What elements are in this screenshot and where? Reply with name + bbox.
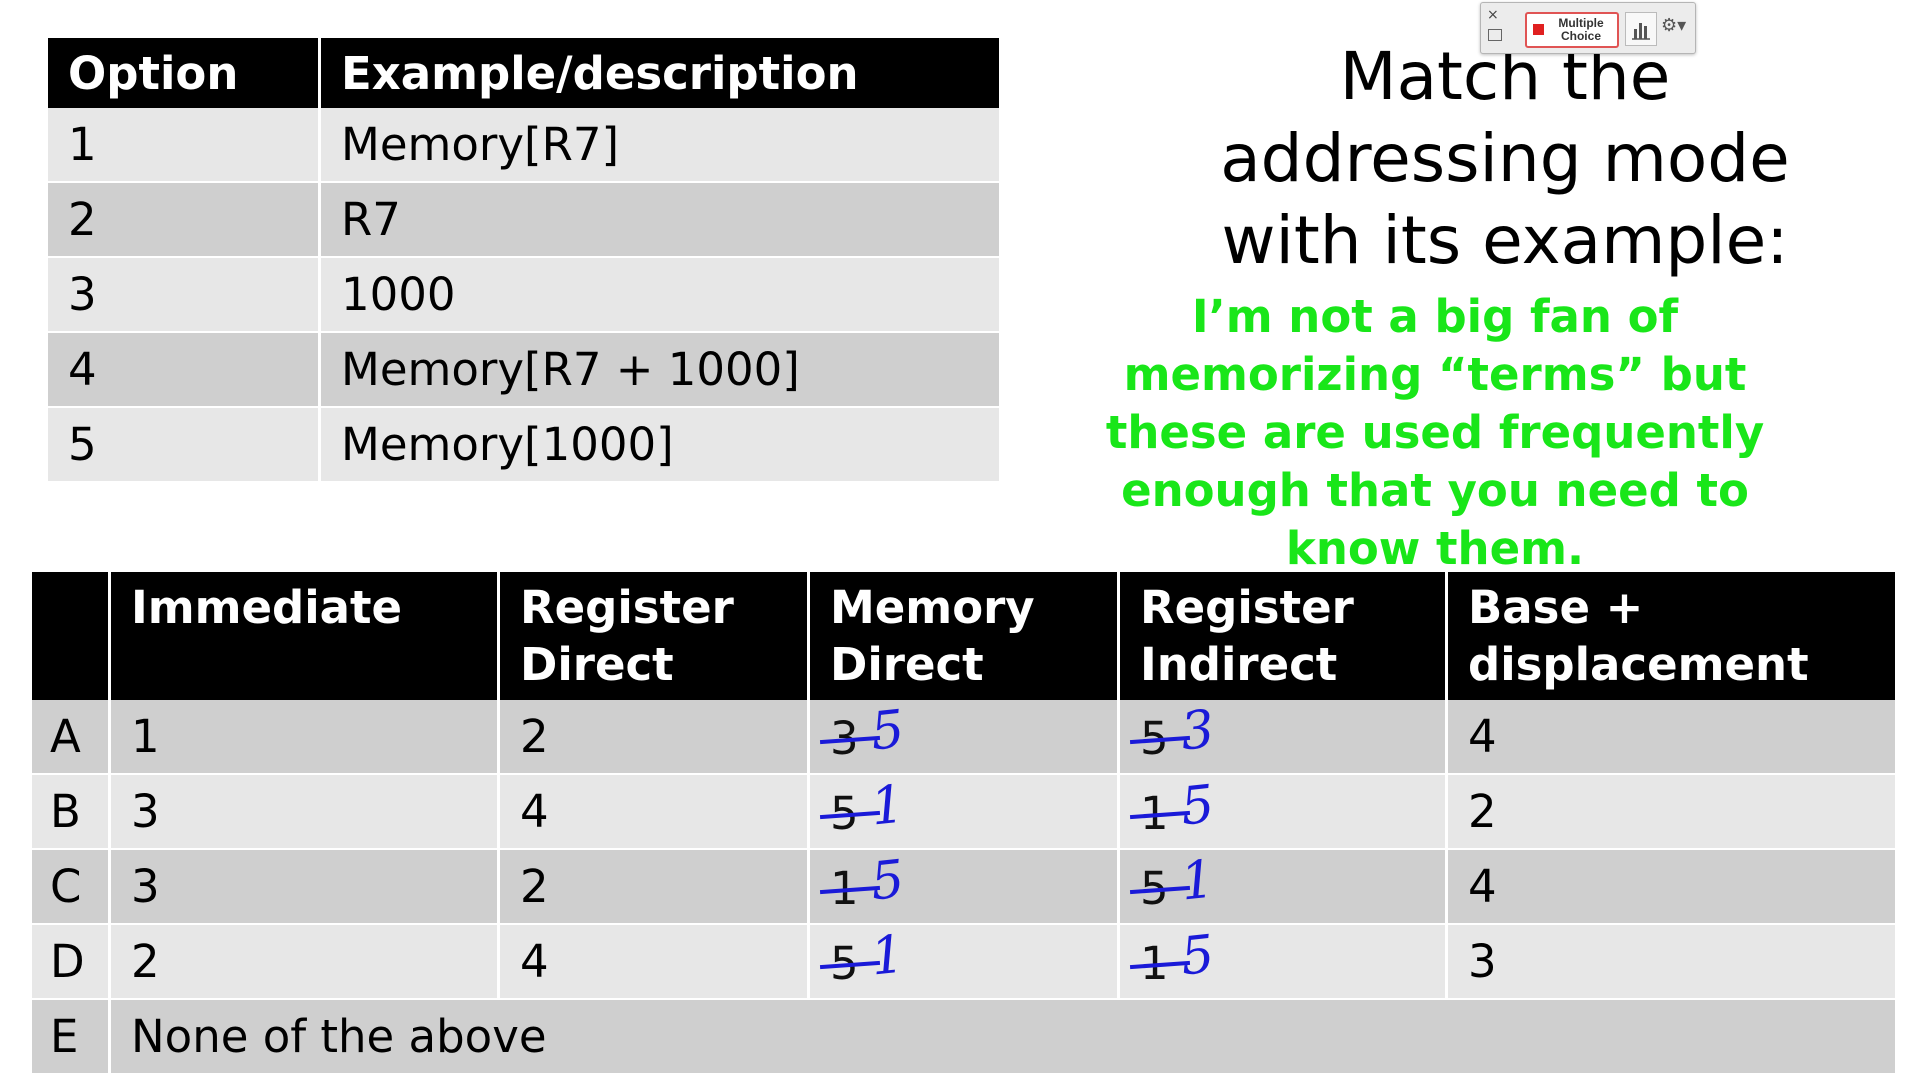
memory-direct-original: 5 — [819, 787, 881, 840]
option-number: 4 — [48, 332, 321, 408]
poll-toolbar: × Multiple Choice ⚙▾ — [1480, 2, 1696, 54]
immediate-value: 1 — [109, 700, 500, 775]
immediate-value: 3 — [109, 849, 500, 925]
base-displacement-value: 3 — [1446, 924, 1898, 1000]
option-description: Memory[R7 + 1000] — [319, 332, 1002, 408]
register-indirect-original: 5 — [1129, 712, 1191, 765]
option-number: 5 — [48, 407, 321, 483]
base-displacement-value: 4 — [1446, 849, 1898, 925]
memory-direct-original: 3 — [819, 712, 881, 765]
register-indirect-correction: 5 — [1177, 773, 1217, 838]
answer-letter: A — [32, 700, 111, 775]
register-indirect-correction: 1 — [1177, 848, 1217, 913]
none-of-the-above: None of the above — [109, 999, 1898, 1075]
answer-letter: E — [32, 999, 111, 1075]
answer-row-e: E None of the above — [32, 999, 1898, 1075]
options-row: 4 Memory[R7 + 1000] — [48, 332, 1002, 408]
answers-header-blank — [32, 572, 111, 700]
answer-letter: D — [32, 924, 111, 1000]
options-row: 5 Memory[1000] — [48, 407, 1002, 483]
prompt-note-line: memorizing “terms” but — [1123, 348, 1747, 401]
option-description: Memory[R7] — [319, 108, 1002, 183]
memory-direct-correction: 5 — [867, 698, 907, 763]
options-row: 2 R7 — [48, 182, 1002, 258]
register-indirect-correction: 5 — [1177, 923, 1217, 988]
options-header-option: Option — [48, 38, 321, 108]
options-header-row: Option Example/description — [48, 38, 1002, 108]
answer-letter: C — [32, 849, 111, 925]
memory-direct-correction: 1 — [867, 923, 907, 988]
memory-direct-correction: 5 — [867, 848, 907, 913]
multiple-choice-button[interactable]: Multiple Choice — [1525, 12, 1619, 48]
memory-direct-original: 1 — [819, 862, 881, 915]
prompt-note-line: I’m not a big fan of — [1191, 290, 1679, 343]
register-indirect-original: 5 — [1129, 862, 1191, 915]
prompt-note-line: enough that you need to — [1121, 464, 1749, 517]
prompt-note-line: these are used frequently — [1105, 406, 1765, 459]
bar-chart-icon — [1632, 23, 1650, 40]
header-immediate: Immediate — [109, 572, 500, 700]
register-indirect-original: 1 — [1129, 937, 1191, 990]
popout-icon[interactable] — [1488, 29, 1502, 41]
memory-direct-correction: 1 — [867, 773, 907, 838]
options-row: 3 1000 — [48, 257, 1002, 333]
base-displacement-value: 2 — [1446, 774, 1898, 850]
base-displacement-value: 4 — [1446, 700, 1898, 775]
register-direct-value: 4 — [498, 924, 810, 1000]
option-description: Memory[1000] — [319, 407, 1002, 483]
options-header-description: Example/description — [319, 38, 1002, 108]
immediate-value: 2 — [109, 924, 500, 1000]
register-indirect-original: 1 — [1129, 787, 1191, 840]
answer-letter: B — [32, 774, 111, 850]
close-icon[interactable]: × — [1487, 7, 1499, 23]
prompt-title: Match the addressing mode with its examp… — [1140, 36, 1870, 282]
register-direct-value: 2 — [498, 849, 810, 925]
prompt-title-line: addressing mode — [1220, 120, 1790, 197]
register-direct-value: 2 — [498, 700, 810, 775]
stop-icon — [1533, 24, 1544, 35]
memory-direct-original: 5 — [819, 937, 881, 990]
gear-icon[interactable]: ⚙▾ — [1661, 15, 1687, 36]
option-description: 1000 — [319, 257, 1002, 333]
bar-chart-button[interactable] — [1625, 12, 1657, 46]
option-number: 2 — [48, 182, 321, 258]
prompt-note: I’m not a big fan of memorizing “terms” … — [1040, 288, 1830, 578]
register-indirect-correction: 3 — [1177, 698, 1217, 763]
option-description: R7 — [319, 182, 1002, 258]
option-number: 1 — [48, 108, 321, 183]
options-table: Option Example/description 1 Memory[R7] … — [48, 38, 1002, 483]
multiple-choice-label: Multiple Choice — [1558, 16, 1604, 43]
immediate-value: 3 — [109, 774, 500, 850]
options-row: 1 Memory[R7] — [48, 108, 1002, 183]
prompt-note-line: know them. — [1285, 522, 1585, 575]
prompt-title-line: with its example: — [1221, 202, 1789, 279]
register-direct-value: 4 — [498, 774, 810, 850]
option-number: 3 — [48, 257, 321, 333]
header-base-displacement: Base +displacement — [1446, 572, 1898, 700]
